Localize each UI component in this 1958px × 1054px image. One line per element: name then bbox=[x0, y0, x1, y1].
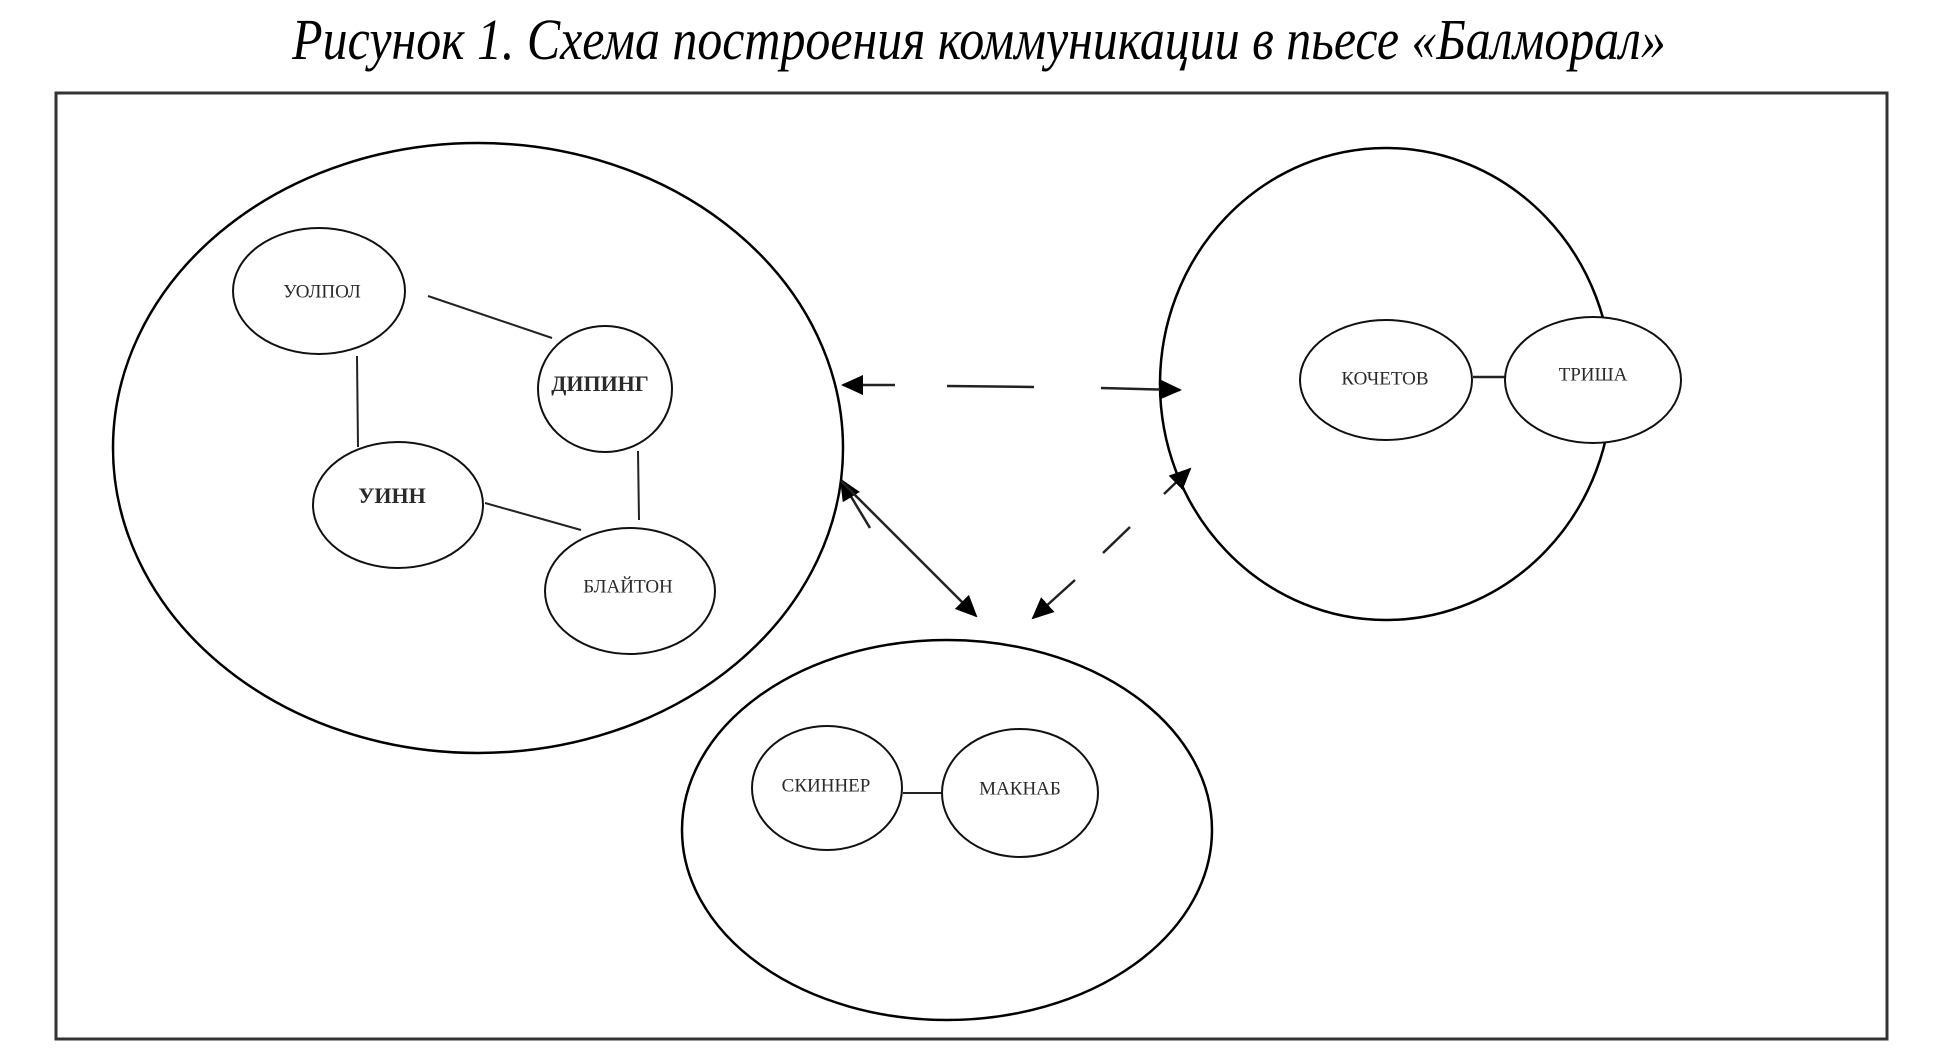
link-walpole-winn bbox=[356, 355, 359, 448]
arrow-segment-lower bbox=[1031, 579, 1076, 620]
character-label: УИНН bbox=[358, 483, 425, 508]
group-left-ellipse bbox=[111, 141, 845, 755]
character-node-macnab: МАКНАБ bbox=[941, 728, 1099, 858]
dash-segment bbox=[1102, 526, 1131, 554]
diagram-frame bbox=[54, 91, 1889, 1041]
figure-title: Рисунок 1. Схема построения коммуникации… bbox=[292, 7, 1666, 72]
connection-right-bottom bbox=[1031, 467, 1192, 620]
arrow-line bbox=[840, 480, 978, 618]
dash-segment bbox=[946, 384, 1035, 389]
link-walpole-dipping bbox=[427, 295, 553, 339]
character-label: СКИННЕР bbox=[782, 775, 871, 796]
arrow-segment-upper bbox=[1163, 467, 1192, 495]
character-node-blyton: БЛАЙТОН bbox=[544, 527, 716, 655]
character-node-skinner: СКИННЕР bbox=[751, 725, 903, 851]
link-winn-blyton bbox=[484, 502, 582, 531]
connection-left-bottom bbox=[839, 478, 978, 618]
connection-left-right bbox=[841, 375, 1182, 400]
character-node-walpole: УОЛПОЛ bbox=[232, 227, 406, 355]
character-node-dipping: ДИПИНГ bbox=[537, 325, 673, 453]
character-node-trisha: ТРИША bbox=[1504, 316, 1682, 444]
arrow-line bbox=[839, 478, 872, 529]
arrow-segment-right bbox=[1100, 379, 1182, 400]
character-label: МАКНАБ bbox=[979, 778, 1061, 799]
link-dipping-blyton bbox=[637, 450, 640, 521]
character-label: БЛАЙТОН bbox=[583, 576, 673, 597]
character-label: КОЧЕТОВ bbox=[1341, 368, 1428, 389]
group-bottom-ellipse bbox=[680, 638, 1214, 1022]
character-label: УОЛПОЛ bbox=[283, 281, 361, 302]
character-node-winn: УИНН bbox=[312, 441, 484, 569]
character-label: ТРИША bbox=[1559, 364, 1628, 385]
character-label: ДИПИНГ bbox=[551, 371, 649, 396]
character-node-kochetov: КОЧЕТОВ bbox=[1299, 319, 1473, 441]
